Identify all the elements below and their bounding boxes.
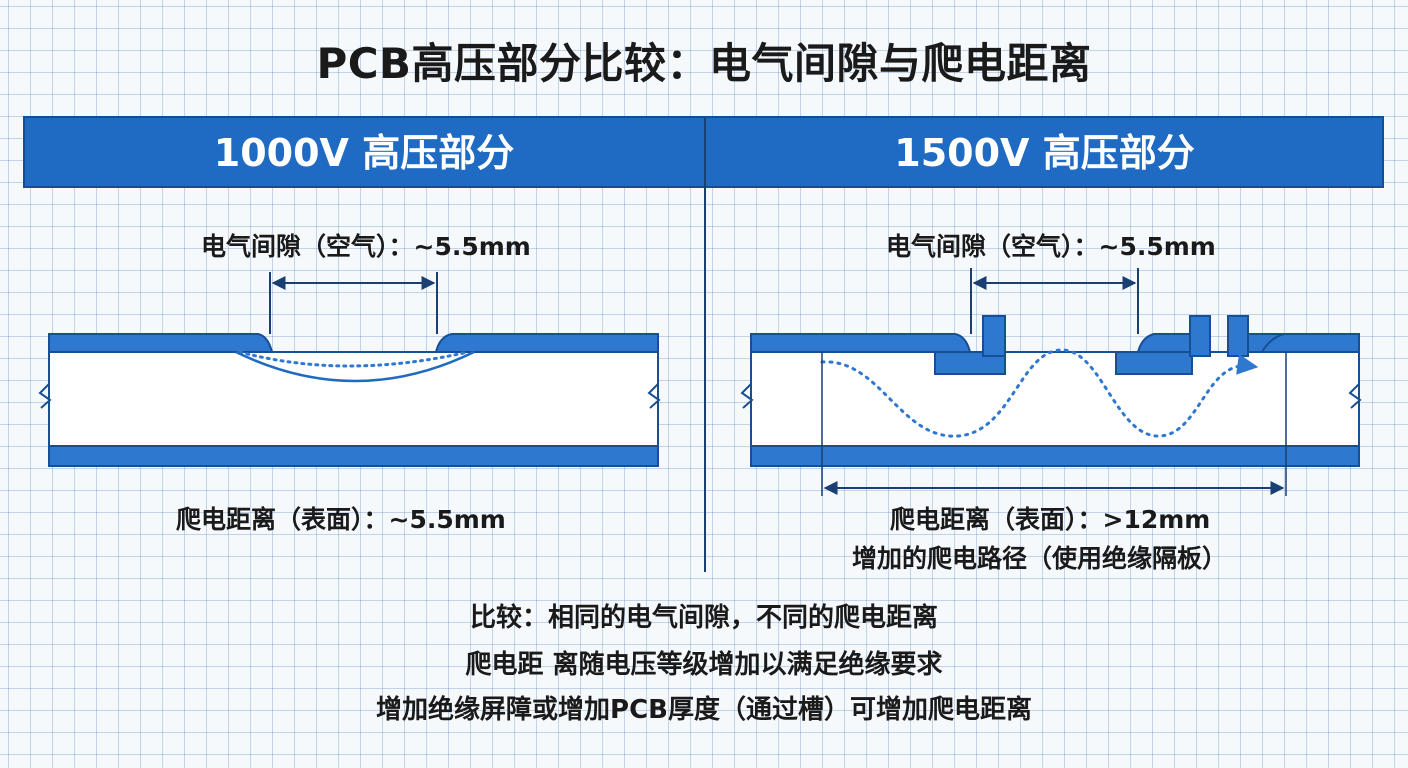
left-pcb-conductor-right	[434, 333, 659, 353]
summary-line-2: 爬电距 离随电压等级增加以满足绝缘要求	[465, 650, 943, 680]
right-pcb-conductor-right	[1136, 333, 1191, 353]
right-pcb-bottom-layer	[750, 445, 1360, 467]
right-clearance-label: 电气间隙（空气）：~5.5mm	[886, 232, 1216, 261]
left-pcb-bottom-layer	[48, 445, 659, 467]
left-clearance-label: 电气间隙（空气）：~5.5mm	[201, 232, 531, 261]
summary-line-1: 比较：相同的电气间隙，不同的爬电距离	[469, 603, 938, 633]
right-pcb-barrier-post-2	[1227, 315, 1249, 357]
header-bar	[23, 116, 1384, 188]
right-pcb	[740, 268, 1362, 496]
right-pcb-conductor-left	[750, 333, 972, 353]
right-pcb-break-right	[1348, 383, 1362, 409]
right-creepage-path	[820, 348, 1259, 438]
left-pcb-break-left	[38, 383, 52, 409]
right-pcb-slope	[1261, 333, 1285, 353]
right-pcb-pad-left	[934, 351, 1006, 375]
left-pcb-conductor-left	[48, 333, 274, 353]
right-pcb-break-left	[740, 383, 754, 409]
right-panel-header: 1500V 高压部分	[894, 131, 1195, 175]
page-title: PCB高压部分比较：电气间隙与爬电距离	[316, 39, 1092, 88]
summary-line-3: 增加绝缘屏障或增加PCB厚度（通过槽）可增加爬电距离	[376, 695, 1032, 725]
left-pcb-break-right	[647, 383, 661, 409]
right-pcb-barrier-left	[982, 315, 1006, 357]
left-clearance-arc	[235, 350, 475, 383]
right-pcb-pad-right	[1115, 351, 1193, 375]
left-panel-header: 1000V 高压部分	[213, 131, 515, 175]
left-creepage-path	[238, 350, 470, 368]
right-creepage-label: 爬电距离（表面）：>12mm	[890, 505, 1211, 534]
left-creepage-label: 爬电距离（表面）：~5.5mm	[176, 505, 506, 534]
right-pcb-barrier-post-1	[1189, 315, 1211, 357]
right-creepage-note: 增加的爬电路径（使用绝缘隔板）	[852, 544, 1228, 573]
left-pcb	[38, 272, 661, 467]
